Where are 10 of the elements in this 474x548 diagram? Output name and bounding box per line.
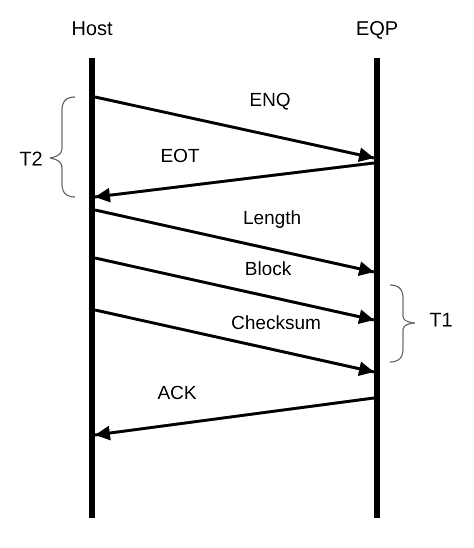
- timer-label: T2: [19, 148, 43, 172]
- arrow: [94, 308, 374, 376]
- arrow: [94, 208, 374, 276]
- participant-name: EQP: [356, 17, 398, 42]
- arrow: [94, 162, 374, 203]
- arrow: [94, 396, 374, 440]
- arrow: [94, 256, 374, 324]
- arrow: [94, 96, 374, 162]
- participant-name: Host: [71, 17, 113, 42]
- timer-label: T1: [429, 310, 453, 332]
